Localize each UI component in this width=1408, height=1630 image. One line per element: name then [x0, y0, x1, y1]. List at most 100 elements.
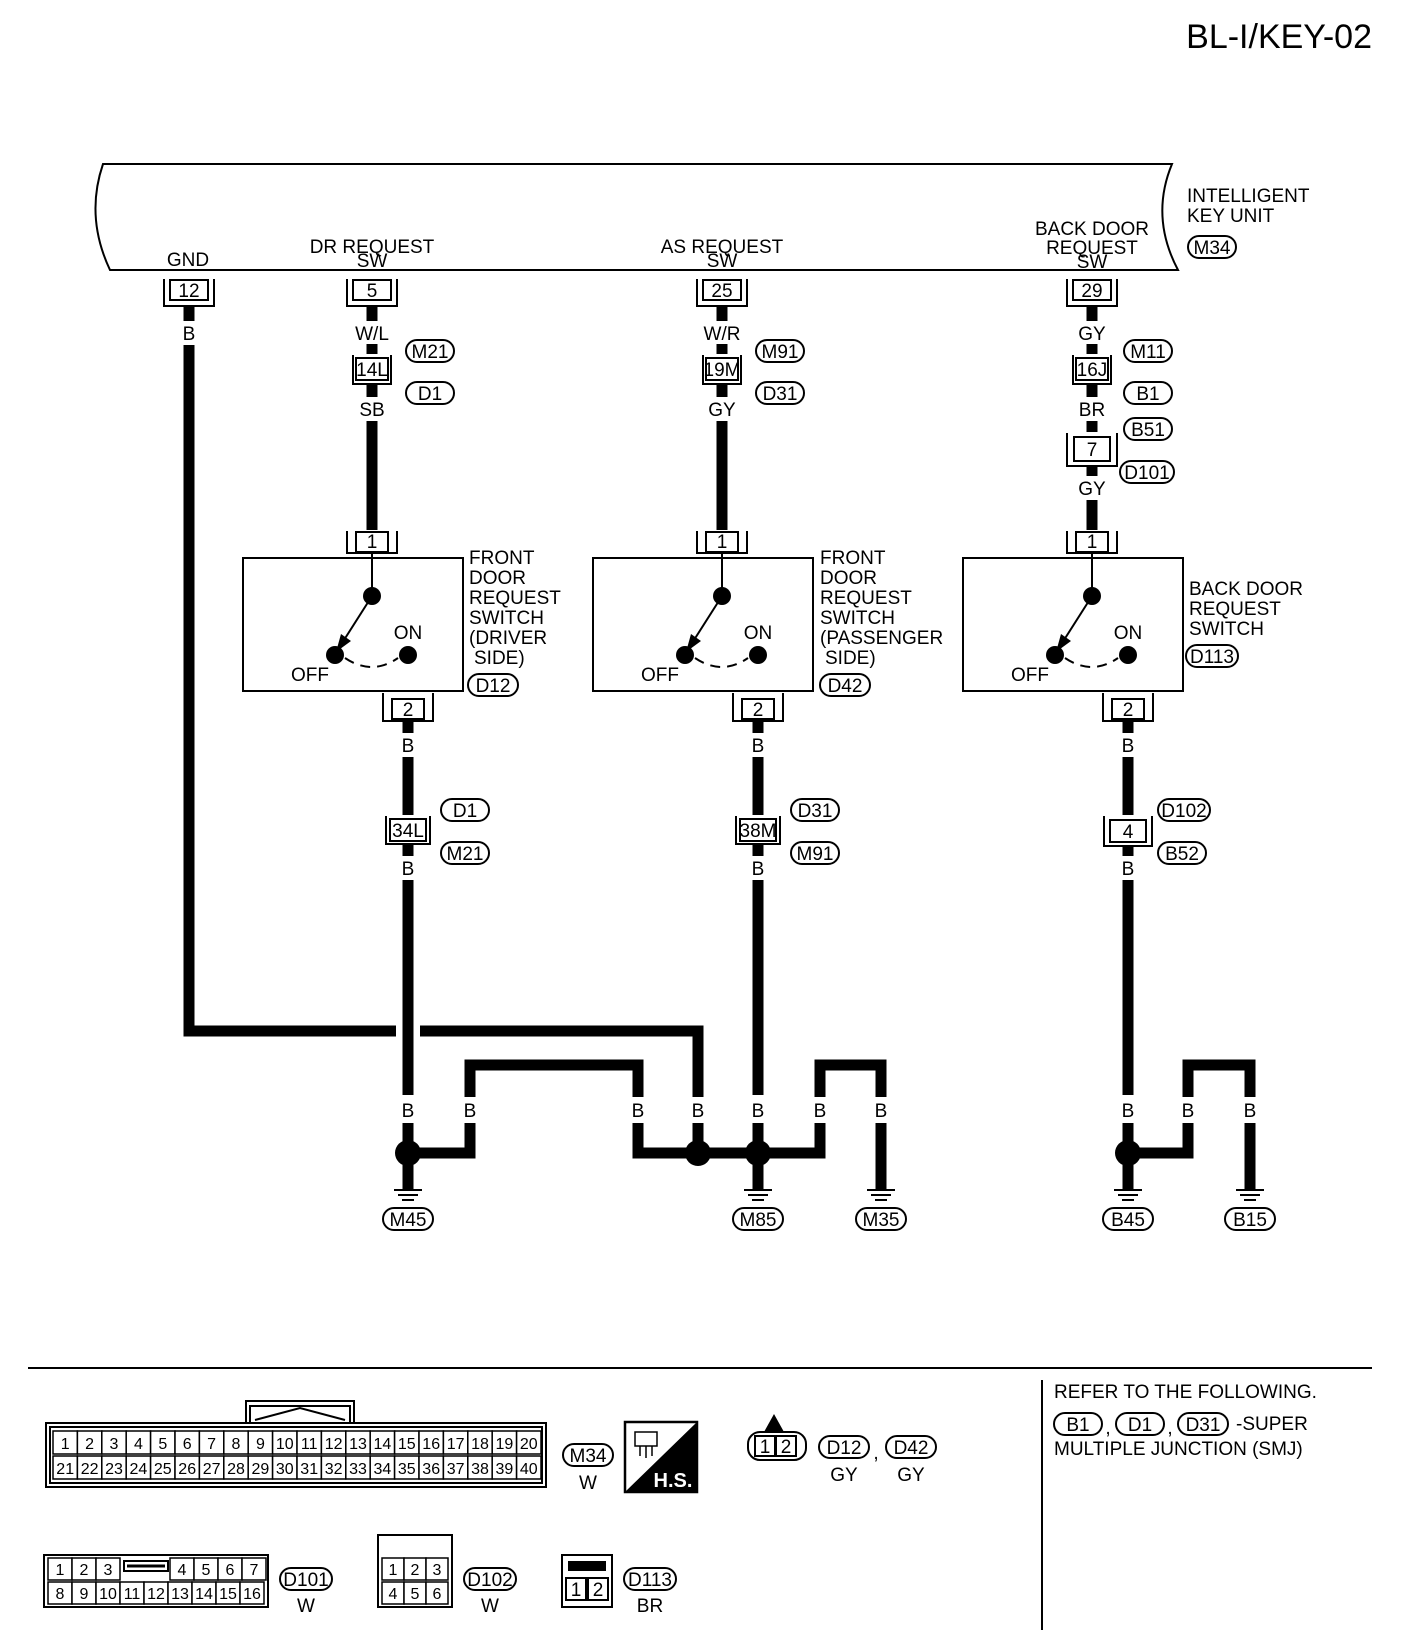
intelligent-key-unit: INTELLIGENT KEY UNIT M34 GND DR REQUEST … [94, 163, 1310, 307]
d101-cell [239, 1581, 265, 1605]
terminal-dr-label-1: DR REQUEST [310, 237, 435, 258]
branch-as: W/R 19M M91 D31 GY 1 OFF ON FRONT [592, 306, 943, 1095]
ground-wire-label-8: B [1122, 1101, 1135, 1122]
svg-text:DOOR: DOOR [469, 568, 526, 589]
svg-text:D101: D101 [283, 1570, 328, 1591]
bd-lower-tag-2 [1157, 841, 1207, 865]
svg-text:BACK DOOR: BACK DOOR [1189, 579, 1303, 600]
d102-cell [425, 1557, 449, 1581]
svg-text:D31: D31 [798, 801, 833, 822]
svg-text:D12: D12 [476, 676, 511, 697]
d113-tag [623, 1567, 677, 1591]
d102-pin-number: 6 [433, 1586, 442, 1603]
m34-pin-number: 3 [110, 1436, 119, 1453]
svg-text:ON: ON [744, 623, 773, 644]
svg-text:D12: D12 [827, 1438, 862, 1459]
m34-pin-number: 28 [227, 1461, 245, 1478]
bd-joint-4: 4 [1103, 816, 1153, 847]
unit-connector-tag-label: M34 [1194, 238, 1231, 259]
m34-pin-number: 18 [471, 1436, 489, 1453]
d101-pin-number: 15 [219, 1586, 237, 1603]
svg-text:M11: M11 [1130, 342, 1166, 363]
svg-text:1: 1 [717, 532, 728, 553]
hs-harness-side-icon: H.S. [623, 1420, 699, 1494]
m34-pin-number: 8 [232, 1436, 241, 1453]
refer-line-1: REFER TO THE FOLLOWING. [1054, 1382, 1317, 1403]
d102-cell [425, 1581, 449, 1605]
d101-pin-number: 4 [178, 1562, 187, 1579]
svg-text:H.S.: H.S. [654, 1470, 693, 1492]
svg-text:B52: B52 [1165, 844, 1199, 865]
svg-text:M21: M21 [412, 342, 449, 363]
m34-pin-number: 40 [520, 1461, 538, 1478]
refer-tag-d1 [1115, 1412, 1165, 1436]
dr-joint-tag-1 [405, 339, 455, 363]
front-door-request-switch-passenger: 1 OFF ON FRONT DOOR REQUEST SWITCH (PASS… [592, 531, 943, 722]
bd-joint2-tag-1 [1123, 417, 1173, 441]
gnd-wire: B [183, 306, 704, 1152]
d101-pin-number: 13 [171, 1586, 189, 1603]
m34-pin-number: 6 [183, 1436, 192, 1453]
m34-pin-number: 25 [154, 1461, 172, 1478]
terminal-bd-pin: 29 [1066, 279, 1118, 307]
d12-d42-separator: , [873, 1443, 878, 1464]
bd-lower-tag-1 [1157, 798, 1211, 822]
bd-joint-16j: 16J [1072, 355, 1112, 385]
m34-pin-number: 39 [496, 1461, 514, 1478]
d102-pin-number: 3 [433, 1562, 442, 1579]
svg-text:B51: B51 [1131, 420, 1165, 441]
m34-pin-number: 13 [349, 1436, 367, 1453]
m34-pin-number: 35 [398, 1461, 416, 1478]
m34-pin-number: 5 [158, 1436, 167, 1453]
svg-text:SWITCH: SWITCH [1189, 619, 1264, 640]
dr-joint-tag-2 [405, 381, 455, 405]
ground-wire-label-9: B [1182, 1101, 1195, 1122]
dr-joint-14l: 14L [352, 355, 392, 385]
refer-tag-b1 [1053, 1412, 1103, 1436]
svg-text:B1: B1 [1066, 1415, 1089, 1436]
svg-text:2: 2 [1123, 700, 1134, 721]
dr-lower-tag-1 [440, 798, 490, 822]
as-wire-mid-color: GY [708, 400, 736, 421]
dr-wire-b2-color: B [402, 859, 415, 880]
refer-tag-d31 [1177, 1412, 1229, 1436]
svg-text:1: 1 [1087, 532, 1098, 553]
d102-pin-number: 1 [389, 1562, 398, 1579]
svg-text:SWITCH: SWITCH [820, 608, 895, 629]
ground-symbol-b45: B45 [1102, 1189, 1154, 1231]
svg-text:2: 2 [593, 1580, 604, 1601]
m34-pin-number: 26 [178, 1461, 196, 1478]
svg-text:D1: D1 [418, 384, 442, 405]
m34-pin-number: 4 [134, 1436, 143, 1453]
ground-symbol-b15: B15 [1224, 1189, 1276, 1231]
ground-wire-label-7: B [875, 1101, 888, 1122]
dr-wire-top-color: W/L [355, 324, 389, 345]
front-door-request-switch-driver: 1 OFF ON FRONT DOOR REQUEST SWITCH (DRIV… [242, 531, 561, 722]
d101-pin-number: 3 [104, 1562, 113, 1579]
refer-suffix: -SUPER [1236, 1414, 1308, 1435]
m34-tag [562, 1443, 614, 1467]
svg-text:5: 5 [367, 281, 378, 302]
svg-text:B45: B45 [1111, 1210, 1145, 1231]
gnd-wire-color: B [183, 324, 196, 345]
svg-text:D42: D42 [894, 1438, 929, 1459]
svg-text:D1: D1 [1128, 1415, 1152, 1436]
d101-pin-number: 9 [80, 1586, 89, 1603]
bd-joint-tag-1 [1123, 339, 1173, 363]
svg-text:38M: 38M [740, 821, 777, 842]
as-joint-38m: 38M [735, 816, 781, 845]
svg-text:ON: ON [1114, 623, 1143, 644]
m34-pin-number: 36 [422, 1461, 440, 1478]
m34-pin-number: 16 [422, 1436, 440, 1453]
m34-color: W [579, 1473, 597, 1494]
svg-text:D31: D31 [763, 384, 798, 405]
m34-pin-number: 33 [349, 1461, 367, 1478]
d101-tag [279, 1567, 333, 1591]
terminal-gnd-pin: 12 [163, 279, 215, 307]
svg-text:D1: D1 [453, 801, 477, 822]
d113-color: BR [637, 1596, 663, 1617]
as-lower-tag-2 [790, 841, 840, 865]
unit-connector-tag [1187, 235, 1237, 259]
d101-color: W [297, 1596, 315, 1617]
